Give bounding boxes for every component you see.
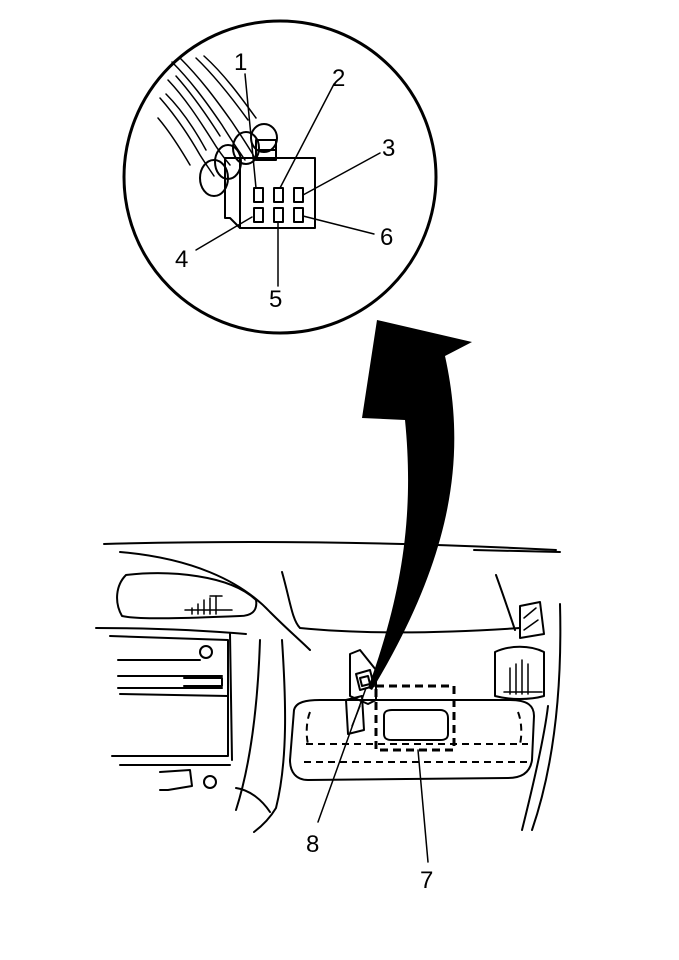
detail-circle [122,19,438,335]
callout-6: 6 [380,224,393,251]
callout-3: 3 [382,135,395,162]
callout-2: 2 [332,65,345,92]
callout-4: 4 [175,246,188,273]
wire-harness [157,55,257,177]
callout-8: 8 [306,831,319,858]
left-vent-slats [184,595,233,615]
connector-body [224,139,316,229]
callout-7: 7 [420,867,433,894]
connector-detail-view [122,19,438,335]
callout-1: 1 [234,49,247,76]
magnify-arrow [362,320,472,690]
callout-labels: 1 2 3 4 5 6 7 8 [175,49,433,894]
callout-5: 5 [269,286,282,313]
right-vent-slats [503,659,543,695]
dashboard-scene [95,541,562,863]
component-7-outline [374,684,456,752]
detail-leader-lines [195,73,381,287]
